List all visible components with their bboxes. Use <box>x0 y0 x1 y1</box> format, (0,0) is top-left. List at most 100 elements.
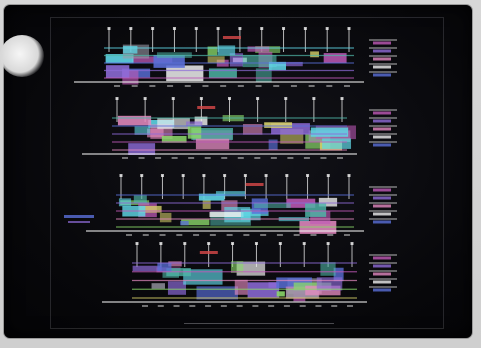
facade-block <box>276 291 285 297</box>
dimension-tick <box>273 85 280 87</box>
facade-block <box>255 68 272 83</box>
pole-cap <box>282 27 286 30</box>
facade-block <box>194 116 208 126</box>
callout-swatch <box>373 280 391 284</box>
facade-block <box>157 118 190 130</box>
pole-cap <box>216 27 220 30</box>
pole-cap <box>350 242 354 245</box>
pole-cap <box>256 97 260 100</box>
facade-block <box>316 277 343 291</box>
pole-cap <box>264 174 268 177</box>
facade-block <box>264 122 293 128</box>
dimension-tick <box>142 234 149 236</box>
dimension-tick <box>303 157 310 159</box>
pole-cap <box>302 242 306 245</box>
facade-block <box>242 124 263 135</box>
dimension-tick <box>254 157 261 159</box>
callout-swatch <box>373 57 391 61</box>
facade-block <box>305 203 327 217</box>
dimension-tick <box>176 234 183 236</box>
callout-swatch <box>373 41 391 45</box>
dimension-tick <box>260 234 267 236</box>
dimension-tick <box>173 305 180 307</box>
facade-block <box>131 56 173 63</box>
dimension-tick <box>293 234 300 236</box>
dimension-tick <box>184 85 191 87</box>
facade-block <box>153 55 185 68</box>
facade-block <box>133 195 147 204</box>
dimension-tick <box>226 234 233 236</box>
pole-cap <box>119 174 123 177</box>
facade-block <box>139 205 162 213</box>
pole-cap <box>231 242 235 245</box>
dimension-tick <box>155 157 162 159</box>
dimension-tick <box>220 305 227 307</box>
pole-cap <box>223 174 227 177</box>
dimension-tick <box>270 157 277 159</box>
dimension-tick <box>268 305 275 307</box>
dimension-tick <box>276 234 283 236</box>
roof-accent <box>245 183 264 186</box>
facade-block <box>208 68 237 79</box>
dimension-tick <box>157 305 164 307</box>
pole-cap <box>199 97 203 100</box>
pole-cap <box>151 27 155 30</box>
facade-block <box>181 219 210 226</box>
callout-swatch <box>373 256 391 260</box>
facade-block <box>105 65 130 79</box>
dimension-tick <box>237 85 244 87</box>
facade-block <box>207 56 225 64</box>
dimension-tick <box>287 157 294 159</box>
pole-cap <box>202 174 206 177</box>
facade-block <box>318 197 338 207</box>
dimension-tick <box>337 157 343 159</box>
callout-swatch <box>373 204 391 208</box>
pole-cap <box>238 27 242 30</box>
dimension-tick <box>221 157 228 159</box>
cad-screen <box>4 5 472 338</box>
facade-block <box>118 198 132 207</box>
elevation-drawing-canvas <box>64 27 397 307</box>
dimension-tick <box>220 85 227 87</box>
facade-block <box>221 200 238 211</box>
dimension-tick <box>193 234 200 236</box>
facade-block <box>333 267 344 282</box>
facade-block <box>322 138 352 149</box>
dimension-tick <box>205 305 212 307</box>
facade-block <box>323 53 347 64</box>
dimension-tick <box>167 85 174 87</box>
dimension-tick <box>171 157 178 159</box>
pole-cap <box>306 174 310 177</box>
pole-cap <box>194 27 198 30</box>
dimension-tick <box>320 157 327 159</box>
roof-accent <box>197 106 216 109</box>
facade-block <box>240 208 261 221</box>
facade-block <box>123 45 138 54</box>
callout-swatch <box>373 119 391 123</box>
facade-block <box>134 126 151 135</box>
pole-cap <box>284 97 288 100</box>
pole-cap <box>326 174 330 177</box>
camera-flash-glare <box>0 35 44 77</box>
facade-block <box>234 279 248 295</box>
callout-swatch <box>373 212 391 216</box>
facade-block <box>310 51 319 58</box>
facade-block <box>242 55 277 68</box>
facade-block <box>286 288 319 298</box>
facade-block <box>254 202 291 209</box>
facade-block <box>168 261 182 267</box>
facade-block <box>275 61 303 67</box>
facade-block <box>105 54 134 64</box>
pole-cap <box>260 27 264 30</box>
dimension-tick <box>255 85 262 87</box>
pole-cap <box>107 27 111 30</box>
facade-block <box>231 261 244 273</box>
callout-swatch <box>373 264 391 268</box>
bottom-title-rule <box>184 323 334 324</box>
dimension-tick <box>204 157 211 159</box>
facade-block <box>207 46 218 56</box>
dimension-tick <box>326 85 333 87</box>
callout-swatch <box>373 220 391 224</box>
facade-block <box>159 212 172 223</box>
dimension-tick <box>243 234 250 236</box>
